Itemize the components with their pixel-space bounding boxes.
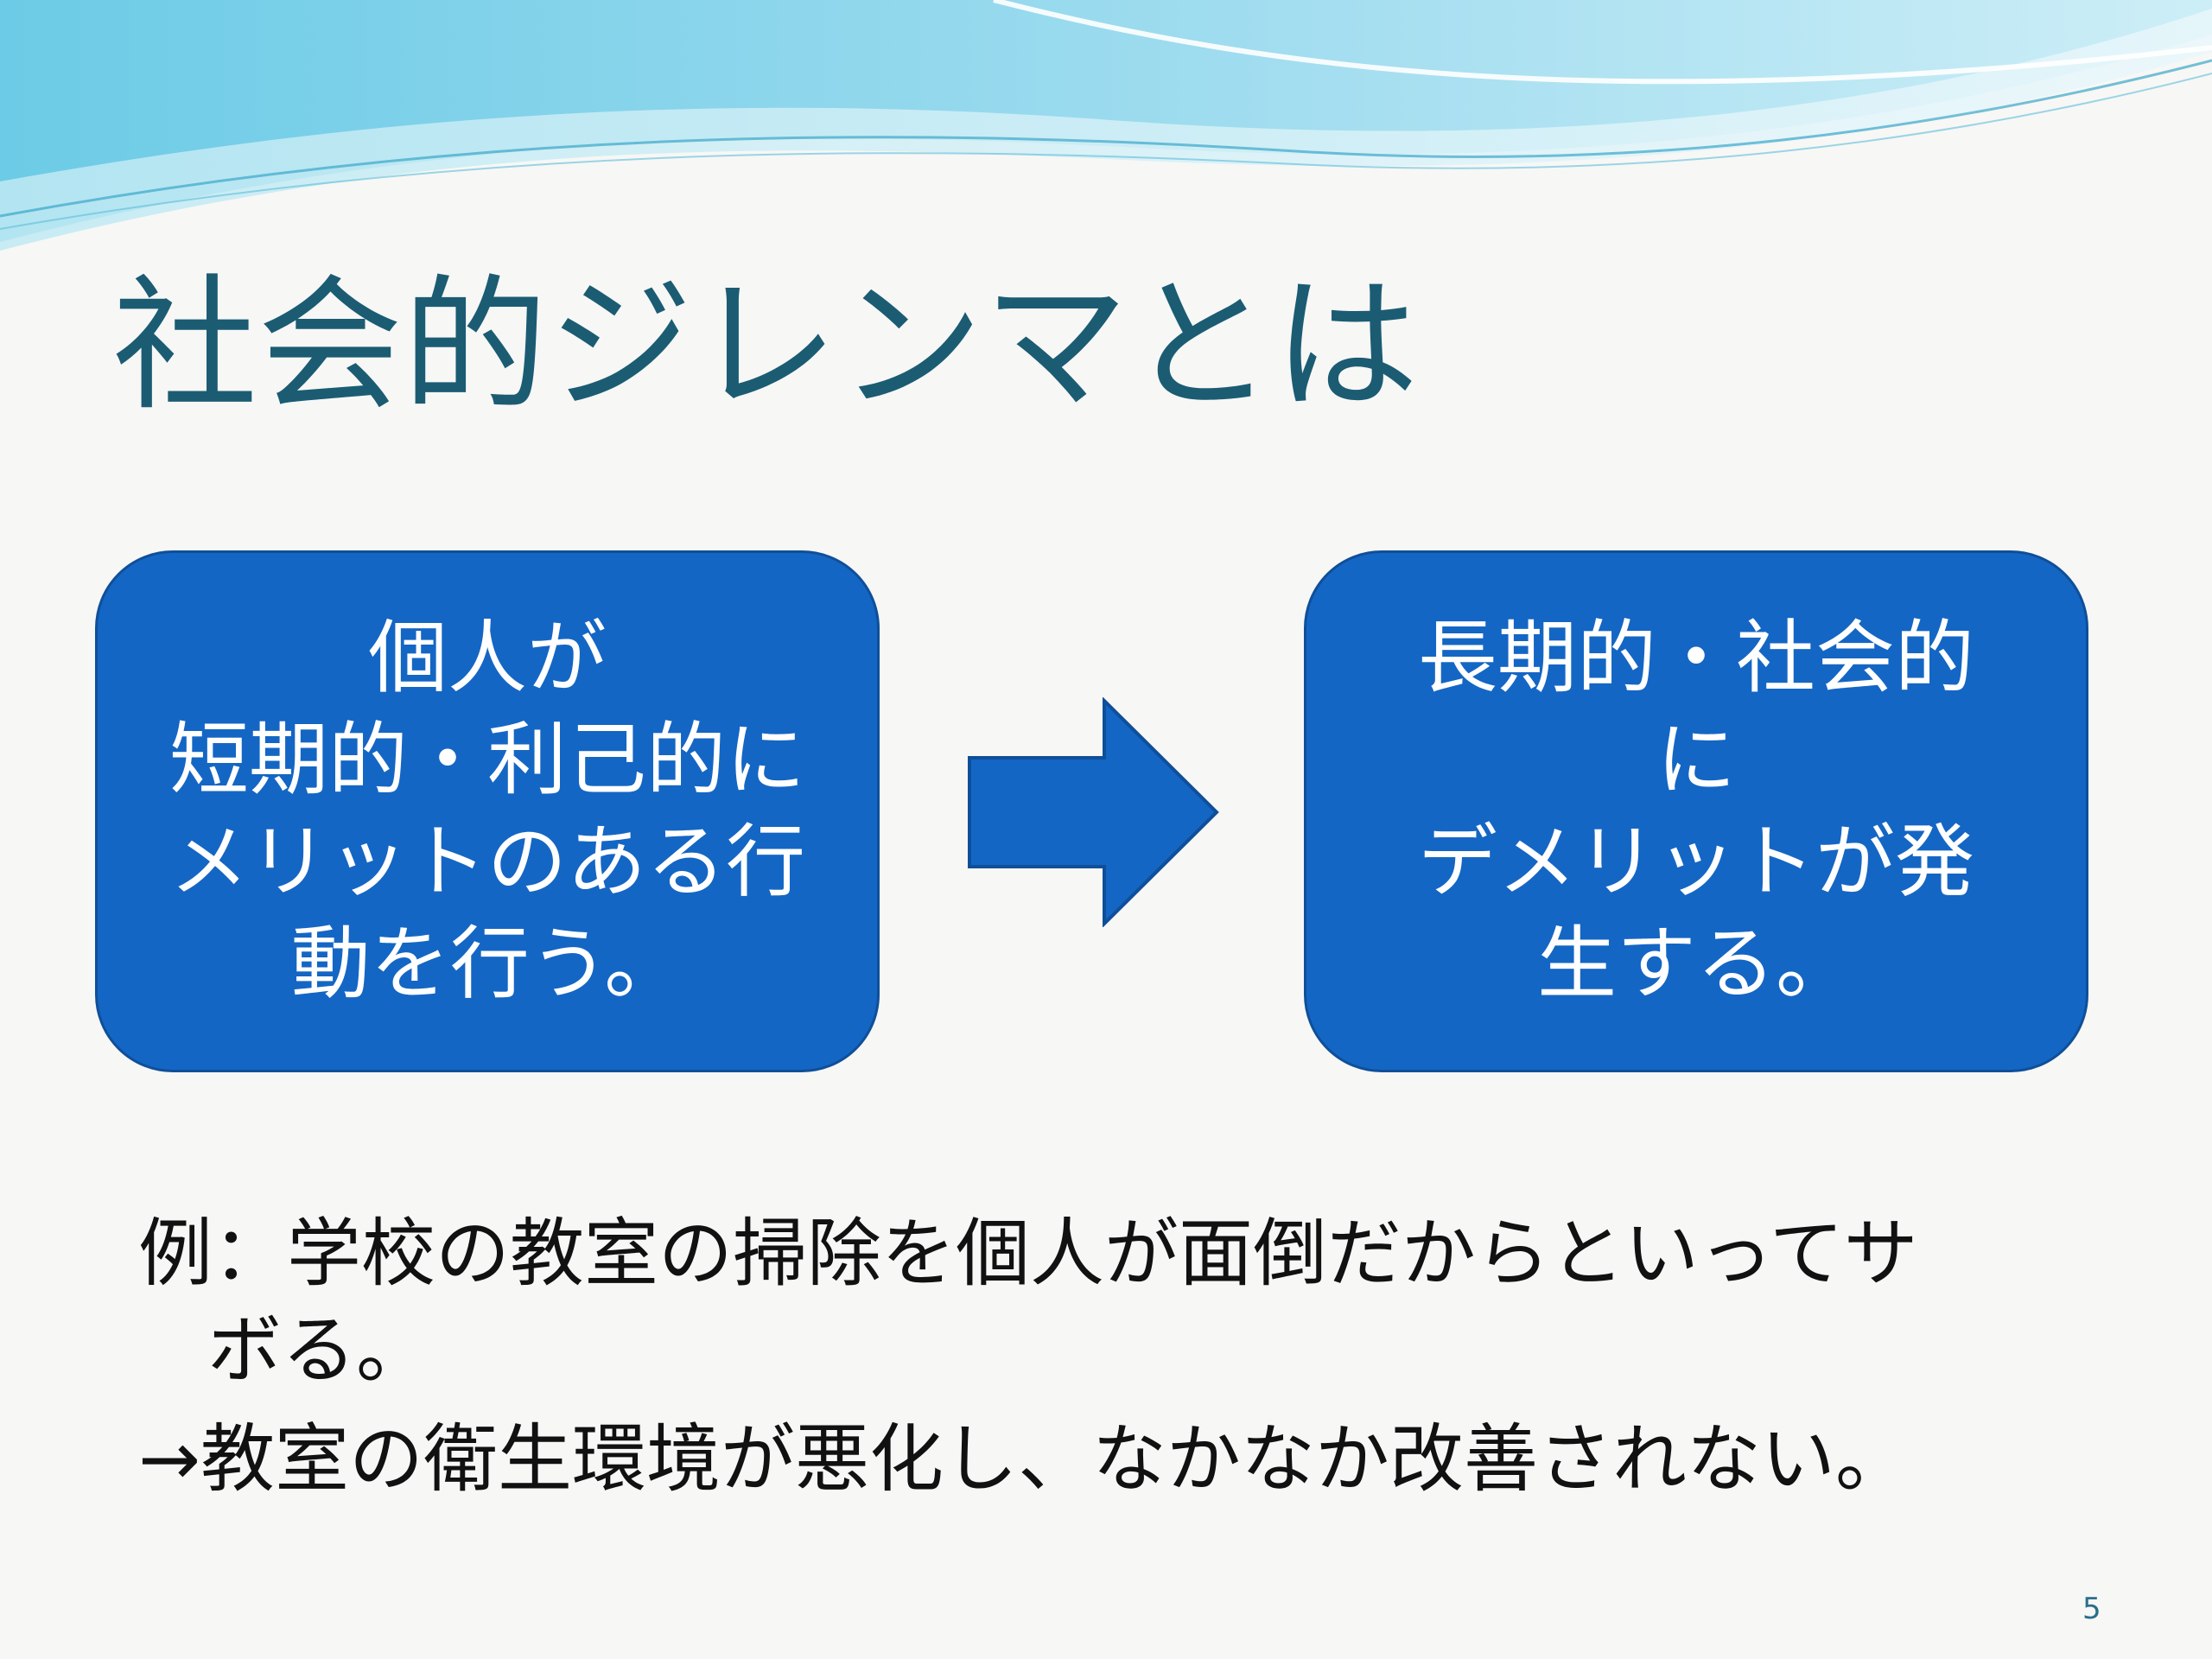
individual-action-line: メリットのある行 [168, 816, 805, 908]
page-number: 5 [2082, 1592, 2101, 1626]
social-consequence-line: デメリットが発 [1417, 816, 1974, 908]
slide-title: 社会的ジレンマとは [112, 261, 1419, 430]
example-text: 例：学校の教室の掃除を個人が面倒だからといってサ ボる。 →教室の衛生環境が悪化… [138, 1205, 2091, 1508]
individual-action-line: 短期的・利己的に [168, 714, 805, 806]
social-consequence-line: 生する。 [1536, 918, 1855, 1010]
header-wave-decoration [0, 0, 2212, 251]
example-line: 例：学校の教室の掃除を個人が面倒だからといってサ [138, 1211, 1918, 1297]
social-consequence-line: 長期的・社会的 [1417, 612, 1974, 704]
individual-action-line: 個人が [367, 612, 607, 704]
right-arrow-icon [968, 697, 1219, 927]
individual-action-line: 動を行う。 [290, 918, 684, 1010]
example-line-continued: ボる。 [207, 1307, 430, 1394]
individual-action-box: 個人が 短期的・利己的に メリットのある行 動を行う。 [95, 550, 880, 1072]
social-consequence-box: 長期的・社会的 に デメリットが発 生する。 [1304, 550, 2088, 1072]
example-result-line: →教室の衛生環境が悪化し、なかなか改善されない。 [138, 1416, 1910, 1503]
social-consequence-line: に [1656, 714, 1736, 806]
